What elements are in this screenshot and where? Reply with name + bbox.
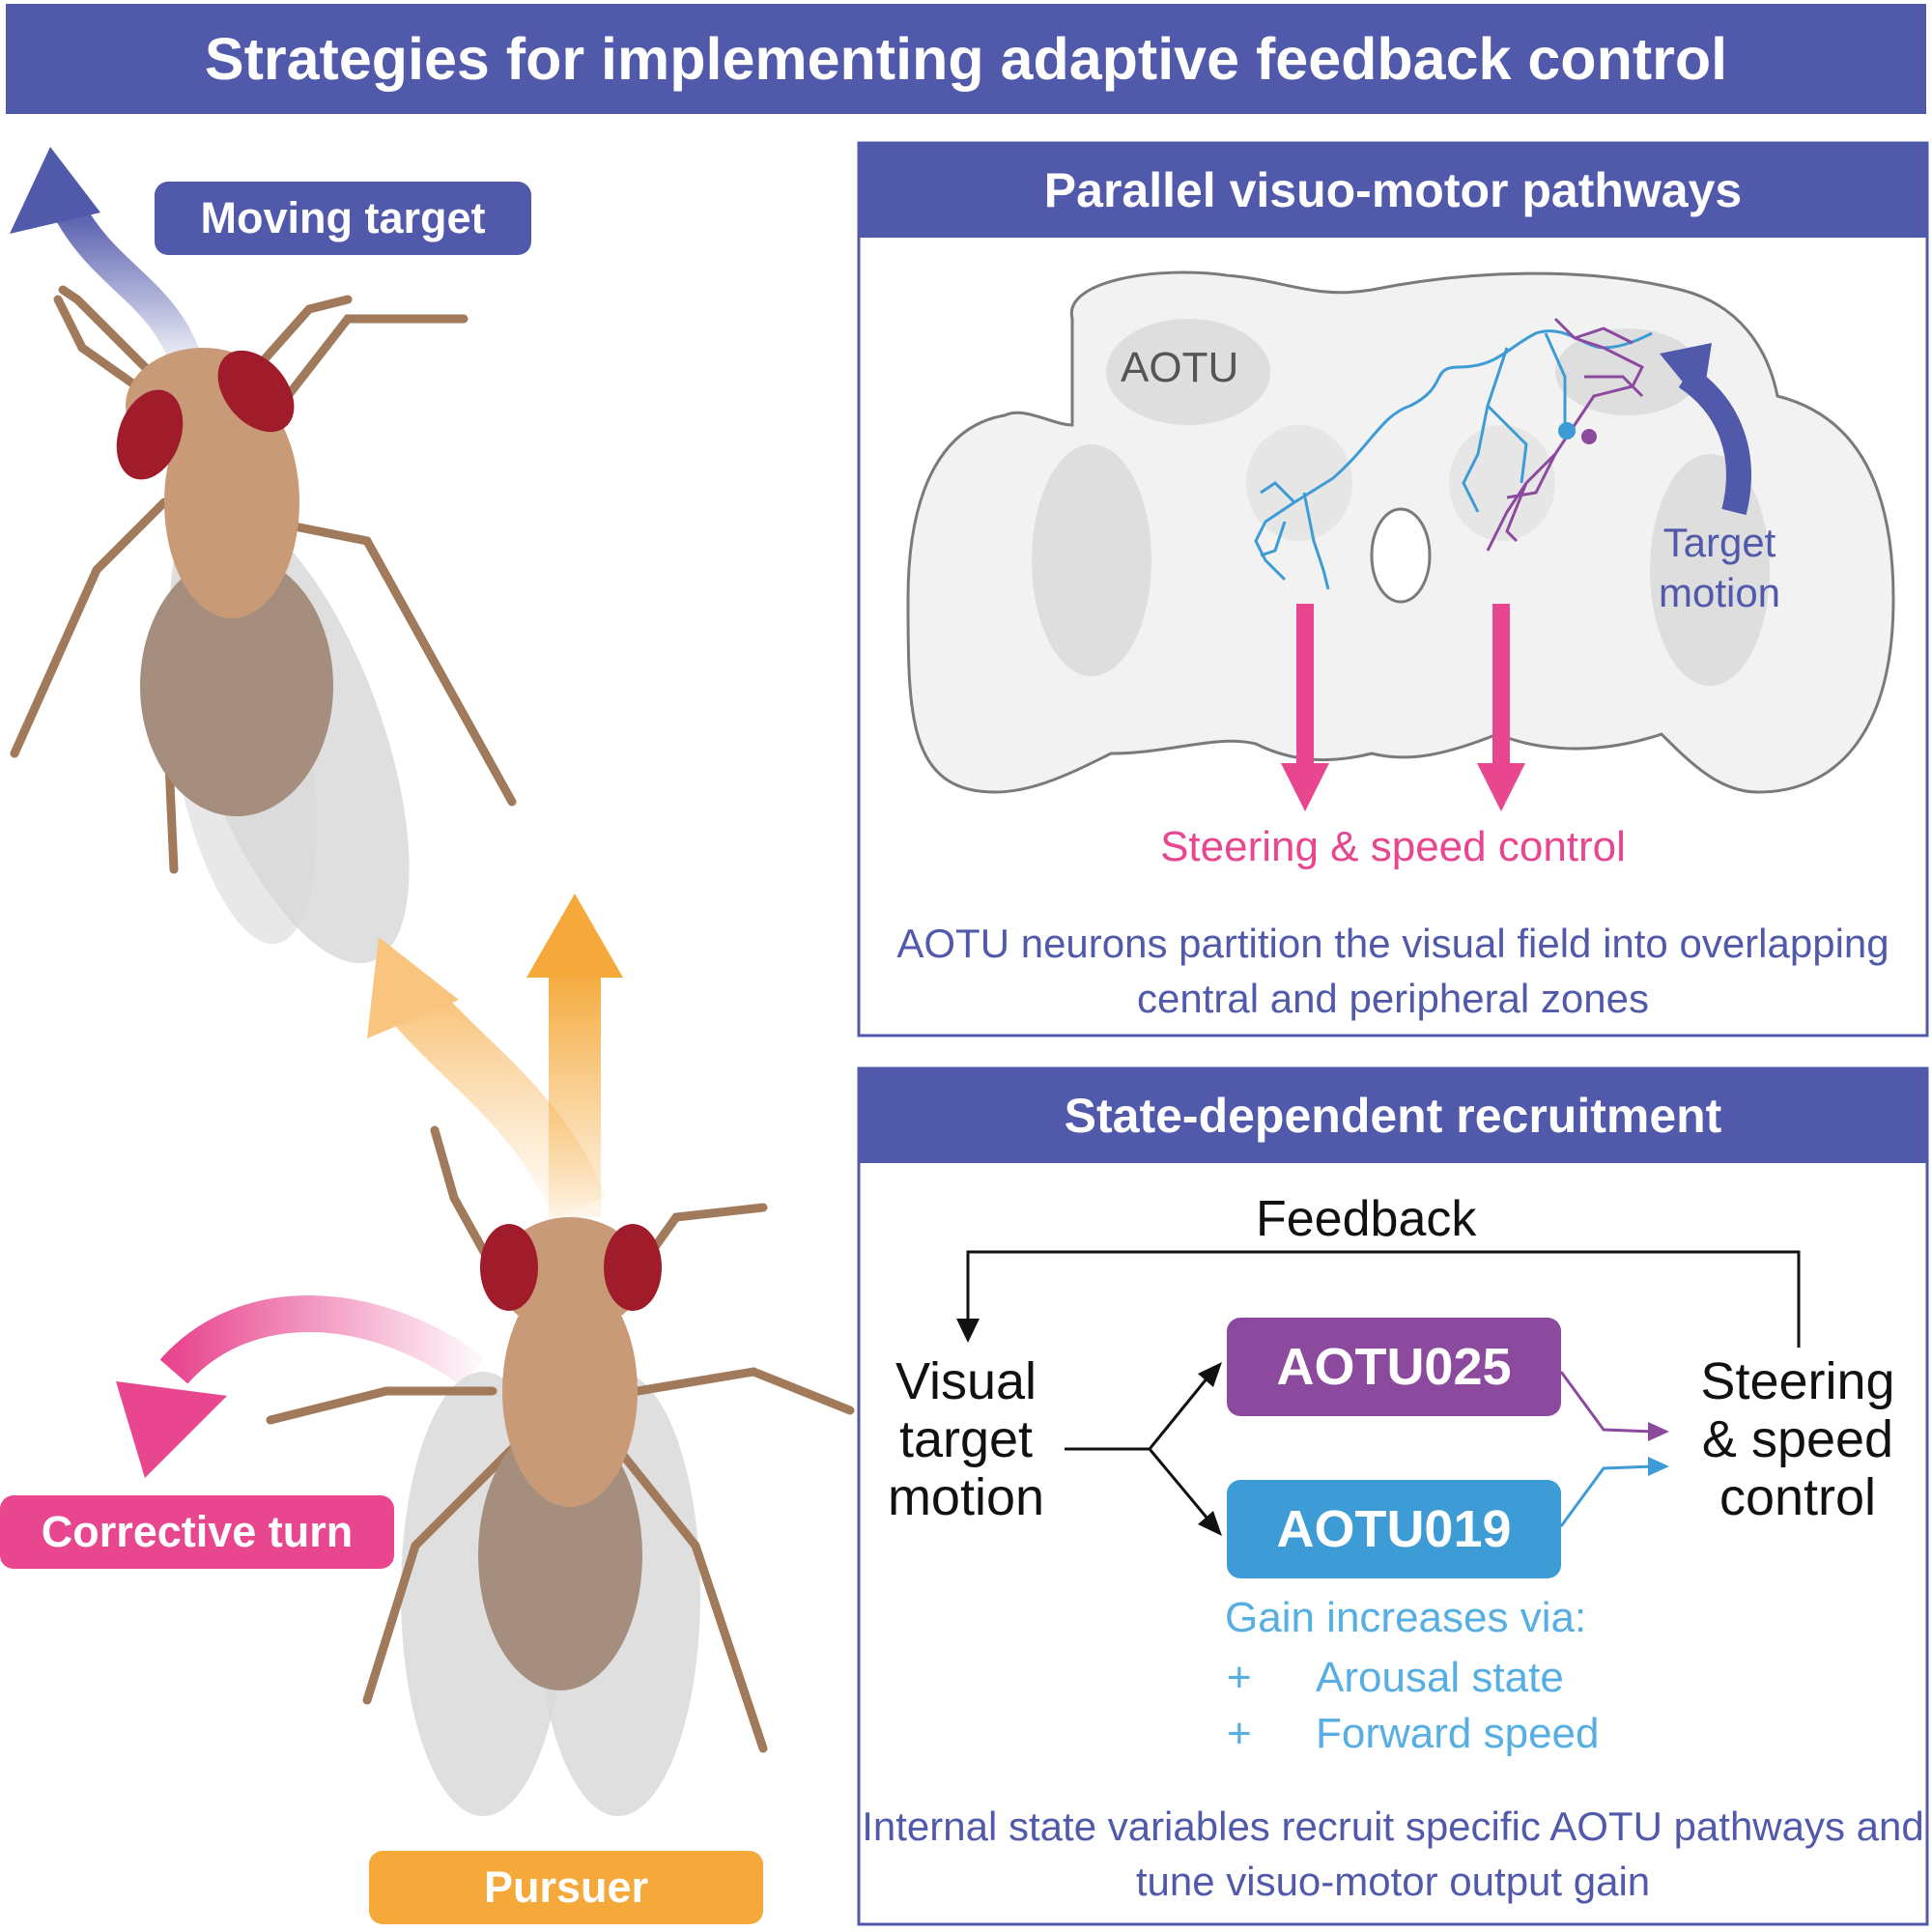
panel1-header: Parallel visuo-motor pathways xyxy=(858,143,1928,238)
aotu025-box: AOTU025 xyxy=(1227,1318,1561,1416)
corrective-turn-label: Corrective turn xyxy=(0,1495,394,1569)
target-motion-label: Target motion xyxy=(1658,520,1781,615)
aotu019-output-line xyxy=(1559,1464,1655,1527)
output-arrow-left-shaft xyxy=(1296,604,1314,768)
aotu025-output-head xyxy=(1648,1422,1669,1441)
moving-target-arrowhead xyxy=(10,147,100,234)
input-branch-upper xyxy=(1148,1371,1214,1450)
target-fly xyxy=(10,285,517,964)
output-arrow-right-shaft xyxy=(1492,604,1510,768)
brain-region-center-left xyxy=(1246,425,1352,541)
pursuit-turn-arrowhead xyxy=(367,937,459,1038)
moving-target-arrow xyxy=(53,199,205,373)
gain-plus-sign: + xyxy=(1227,1710,1252,1757)
feedback-label: Feedback xyxy=(1256,1191,1477,1247)
pursuit-forward-shaft xyxy=(549,966,601,1217)
gain-plus-sign: + xyxy=(1227,1654,1252,1701)
brain-esophagus-hole xyxy=(1370,507,1432,604)
output-arrow-left-head xyxy=(1281,763,1329,811)
aotu019-output-head xyxy=(1648,1457,1669,1476)
brain-region-right-top xyxy=(1555,328,1700,415)
gain-item-forward-speed: Forward speed xyxy=(1316,1710,1600,1757)
panel1-caption: AOTU neurons partition the visual field … xyxy=(896,921,1889,1021)
feedback-loop-arrowhead xyxy=(956,1319,980,1343)
target-motion-arrowhead xyxy=(1660,343,1712,406)
steering-output-label: Steering & speed control xyxy=(1160,823,1626,870)
gain-title: Gain increases via: xyxy=(1225,1594,1587,1641)
input-branch-lower xyxy=(1148,1448,1214,1525)
brain-region-center-right xyxy=(1449,425,1555,541)
aotu025-output-line xyxy=(1559,1371,1655,1434)
page-title: Strategies for implementing adaptive fee… xyxy=(204,26,1728,92)
brain-region-aotu xyxy=(1106,319,1270,425)
output-arrow-right-head xyxy=(1477,763,1525,811)
corrective-turn-arrowhead xyxy=(116,1381,227,1478)
aotu-region-label: AOTU xyxy=(1121,344,1239,391)
gain-item-arousal: Arousal state xyxy=(1316,1654,1564,1701)
corrective-turn-arrow xyxy=(159,1295,485,1387)
pursuer-label: Pursuer xyxy=(369,1851,763,1924)
feedback-loop-line xyxy=(966,1250,1801,1348)
moving-target-label: Moving target xyxy=(155,182,531,255)
input-branch-lower-head xyxy=(1198,1511,1222,1536)
pursuit-forward-arrowhead xyxy=(526,894,623,978)
neuron-aotu019-soma xyxy=(1558,422,1576,440)
panel2-header: State-dependent recruitment xyxy=(858,1068,1928,1163)
brain-region-left-lobe xyxy=(1032,444,1151,676)
neuron-aotu025 xyxy=(1486,317,1645,552)
pursuer-fly xyxy=(266,1125,855,1816)
visual-input-label: Visual target motion xyxy=(887,1352,1045,1526)
panel2-caption: Internal state variables recruit specifi… xyxy=(862,1804,1924,1904)
title-bar: Strategies for implementing adaptive fee… xyxy=(6,4,1926,114)
input-branch-upper-head xyxy=(1198,1362,1222,1387)
aotu019-box: AOTU019 xyxy=(1227,1480,1561,1578)
steering-output-node: Steering & speed control xyxy=(1700,1352,1895,1526)
neuron-aotu025-soma xyxy=(1581,429,1597,444)
